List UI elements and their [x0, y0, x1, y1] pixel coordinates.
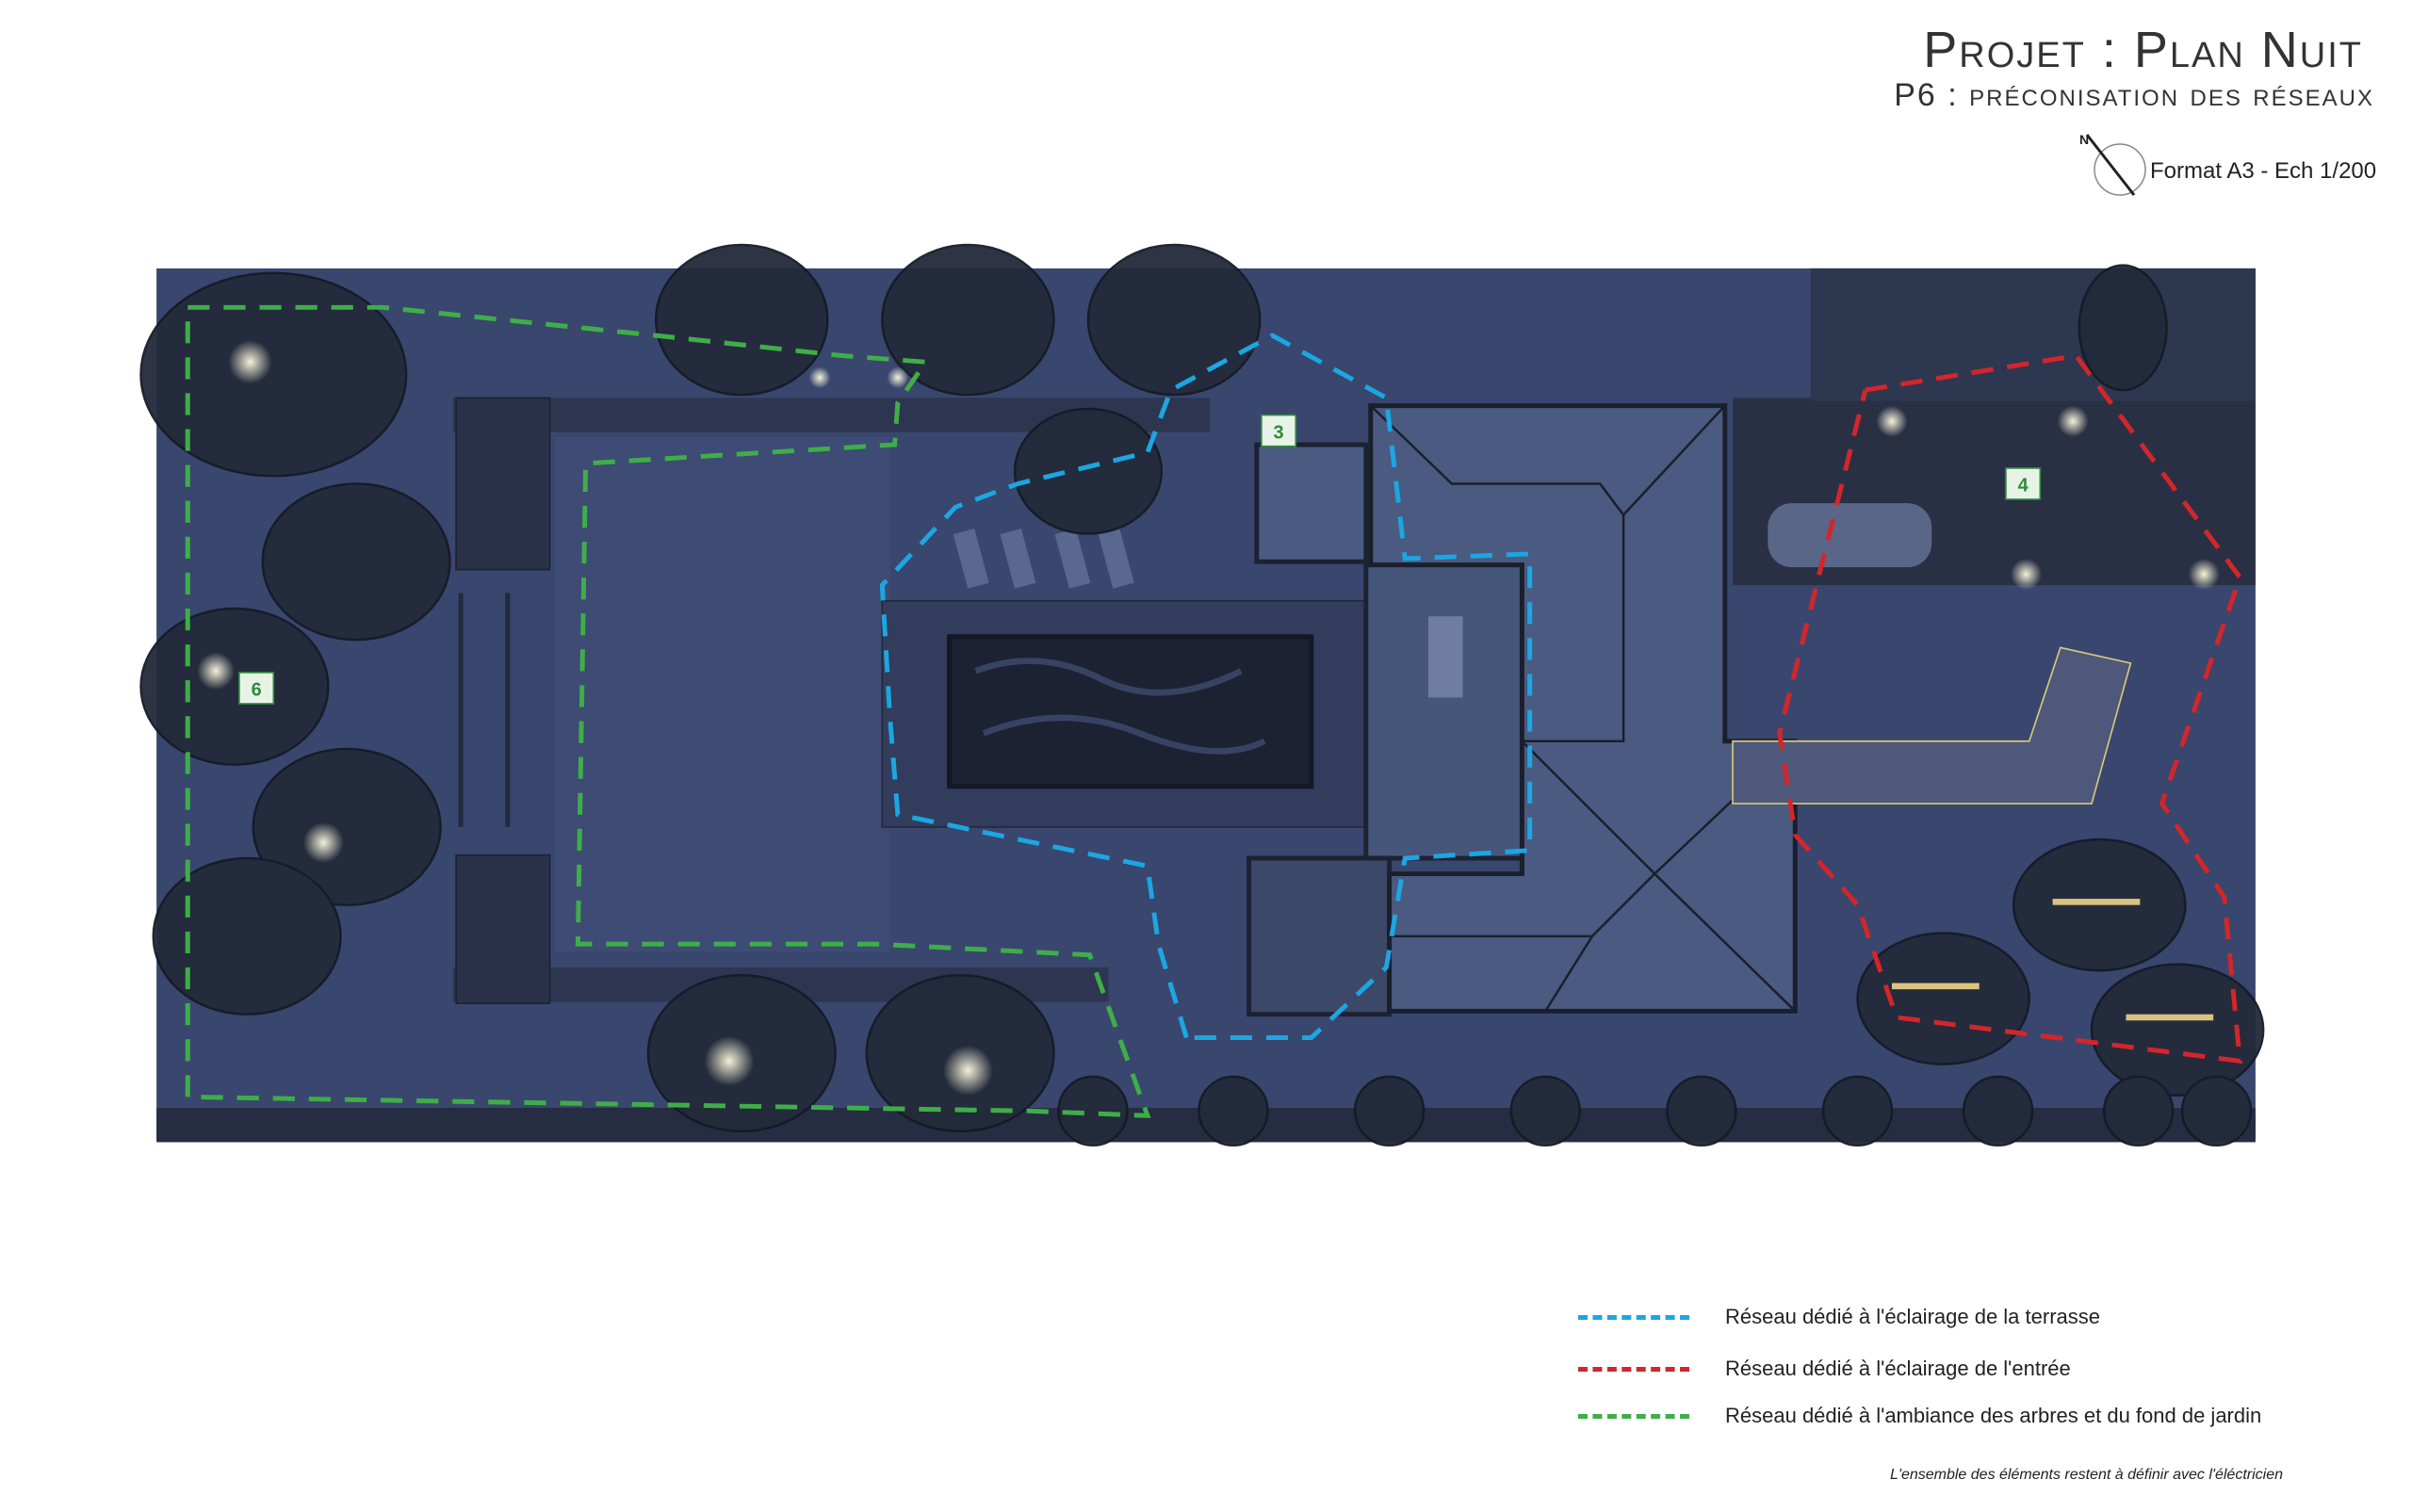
- north-arrow-icon: N: [2079, 132, 2146, 196]
- legend-dash-red: [1578, 1366, 1689, 1372]
- network-garden-green: [185, 304, 1151, 1118]
- terrace: [1363, 562, 1524, 861]
- lawn: [554, 436, 890, 952]
- planter: [455, 854, 551, 1004]
- legend-dash-green: [1578, 1413, 1689, 1419]
- network-entrance-red: [1777, 352, 2243, 1065]
- legend-dash-blue: [1578, 1314, 1689, 1320]
- zone-label-6: 6: [238, 672, 275, 705]
- pool: [947, 634, 1314, 789]
- planter: [455, 397, 551, 571]
- page-title: Projet : Plan Nuit: [1923, 22, 2363, 78]
- svg-text:6: 6: [252, 680, 262, 701]
- svg-text:4: 4: [2018, 476, 2029, 496]
- entrance-walkway: [1732, 646, 2132, 805]
- legend-item-entrance: Réseau dédié à l'éclairage de l'entrée: [1578, 1357, 2071, 1381]
- top-hedge-band: [1810, 268, 2256, 401]
- legend-item-garden: Réseau dédié à l'ambiance des arbres et …: [1578, 1404, 2261, 1428]
- legend-item-terrace: Réseau dédié à l'éclairage de la terrass…: [1578, 1305, 2100, 1329]
- annex: [1254, 442, 1369, 564]
- trees: [139, 243, 2265, 1147]
- legend-label: Réseau dédié à l'éclairage de la terrass…: [1725, 1305, 2100, 1328]
- zone-label-3: 3: [1260, 414, 1297, 447]
- page-subtitle: P6 : préconisation des réseaux: [1894, 77, 2374, 113]
- legend-note: L'ensemble des éléments restent à défini…: [1890, 1467, 2283, 1483]
- network-terrace-blue: [879, 333, 1533, 1040]
- light-glows: [197, 340, 2220, 1096]
- zone-label-4: 4: [2005, 467, 2042, 500]
- svg-text:3: 3: [1273, 422, 1283, 443]
- svg-text:N: N: [2079, 132, 2089, 147]
- terrace-lower: [1247, 855, 1393, 1017]
- legend-label: Réseau dédié à l'éclairage de l'entrée: [1725, 1357, 2071, 1380]
- dining-table: [1428, 616, 1463, 698]
- format-scale: Format A3 - Ech 1/200: [2150, 158, 2377, 184]
- legend-label: Réseau dédié à l'ambiance des arbres et …: [1725, 1404, 2262, 1427]
- sun-loungers: [953, 528, 1134, 589]
- car: [1766, 501, 1933, 569]
- pool-water: [974, 658, 1266, 755]
